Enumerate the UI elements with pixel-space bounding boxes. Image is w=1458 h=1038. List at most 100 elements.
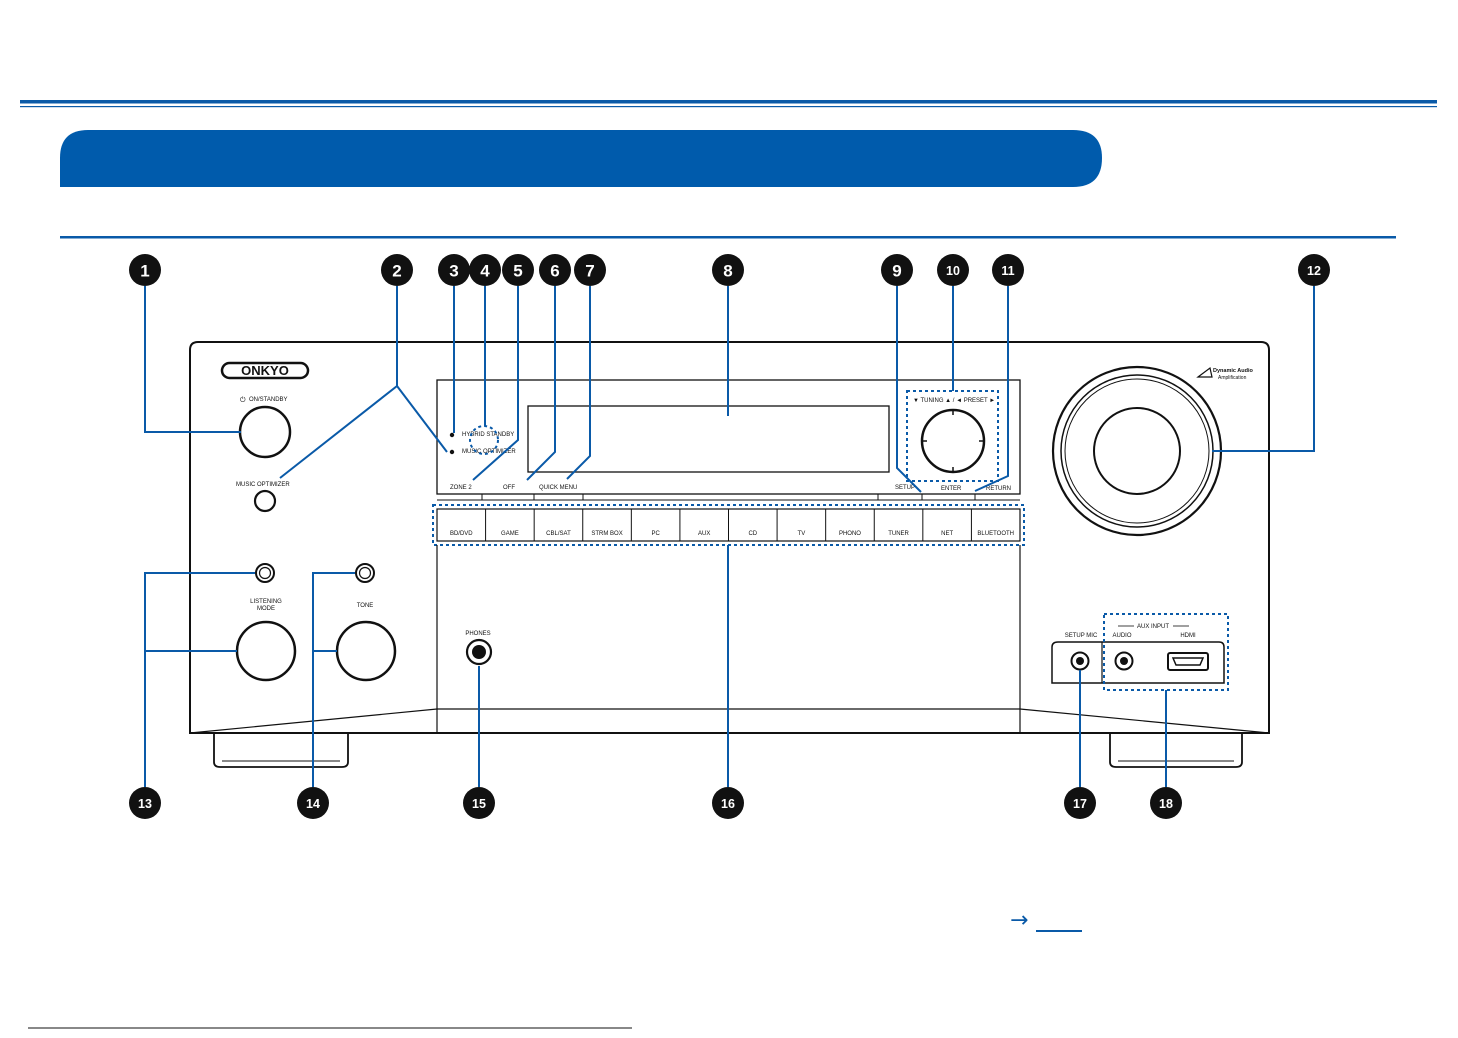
cursor-knob-ticks bbox=[922, 410, 984, 472]
onkyo-logo: ONKYO bbox=[220, 361, 310, 380]
input-button-cd[interactable]: CD bbox=[728, 509, 758, 541]
master-volume-knob[interactable] bbox=[1093, 407, 1181, 495]
audio-label: AUDIO bbox=[1112, 633, 1131, 639]
input-button-label: TV bbox=[798, 531, 806, 537]
listening-mode-label-1: LISTENING bbox=[250, 599, 282, 605]
music-optimizer-label: MUSIC OPTIMIZER bbox=[236, 482, 290, 488]
aux-audio-jack[interactable] bbox=[1114, 651, 1134, 671]
input-button-bd-dvd[interactable]: BD/DVD bbox=[450, 531, 473, 537]
callout-18: 18 bbox=[1150, 787, 1182, 819]
header-rule bbox=[20, 100, 1437, 104]
aux-input-dotted-box bbox=[1103, 613, 1229, 691]
callout-17: 17 bbox=[1064, 787, 1096, 819]
tone-knob[interactable] bbox=[335, 620, 397, 682]
callout-number: 9 bbox=[892, 262, 901, 281]
callout-1: 1 bbox=[129, 254, 161, 286]
off-label: OFF bbox=[503, 485, 515, 491]
input-button-label: PC bbox=[651, 531, 660, 537]
callout-number: 16 bbox=[721, 797, 735, 811]
master-volume-outer-ring bbox=[1051, 365, 1223, 537]
callout-number: 17 bbox=[1073, 797, 1087, 811]
tone-label: TONE bbox=[357, 603, 374, 609]
connector-panel bbox=[1051, 641, 1225, 684]
quick-menu-label: QUICK MENU bbox=[539, 485, 577, 491]
input-button-label: AUX bbox=[698, 531, 710, 537]
input-button-label: GAME bbox=[501, 531, 519, 537]
svg-text:Amplification: Amplification bbox=[1218, 375, 1247, 381]
callout-7: 7 bbox=[574, 254, 606, 286]
callout-15: 15 bbox=[463, 787, 495, 819]
phones-jack[interactable] bbox=[465, 638, 493, 666]
dynamic-audio-logo: Dynamic Audio Amplification bbox=[1196, 366, 1253, 381]
listening-mode-label-2: MODE bbox=[257, 606, 275, 612]
svg-text:ONKYO: ONKYO bbox=[241, 363, 289, 378]
input-button-label: NET bbox=[941, 531, 953, 537]
setup-mic-jack[interactable] bbox=[1070, 651, 1090, 671]
setup-mic-label: SETUP MIC bbox=[1065, 633, 1098, 639]
tuning-preset-label: ▼ TUNING ▲ / ◄ PRESET ► bbox=[913, 398, 995, 404]
input-button-bluetooth[interactable]: BLUETOOTH bbox=[970, 509, 1014, 541]
link-arrow-icon[interactable]: → bbox=[1010, 908, 1029, 933]
section-rule bbox=[60, 236, 1396, 239]
callout-number: 12 bbox=[1307, 264, 1321, 278]
music-optimizer-button[interactable] bbox=[253, 489, 277, 513]
input-button-label: STRM BOX bbox=[591, 531, 622, 537]
input-button-tuner[interactable]: TUNER bbox=[873, 509, 910, 541]
callout-number: 11 bbox=[1001, 264, 1014, 278]
svg-text:Dynamic Audio: Dynamic Audio bbox=[1213, 368, 1253, 374]
input-button-label: CBL/SAT bbox=[546, 531, 571, 537]
callout-number: 15 bbox=[472, 797, 486, 811]
callout-number: 1 bbox=[140, 262, 149, 281]
input-button-phono[interactable]: PHONO bbox=[825, 509, 862, 541]
listening-mode-knob[interactable] bbox=[235, 620, 297, 682]
callout-11: 11 bbox=[992, 254, 1024, 286]
cursor-knob[interactable] bbox=[920, 408, 986, 474]
hybrid-standby-label: HYBRID STANDBY bbox=[462, 432, 514, 438]
input-button-tv[interactable]: TV bbox=[776, 509, 806, 541]
enter-label: ENTER bbox=[941, 486, 962, 492]
callout-9: 9 bbox=[881, 254, 913, 286]
on-standby-label: ON/STANDBY bbox=[249, 397, 288, 403]
callout-number: 6 bbox=[550, 262, 559, 281]
callout-number: 8 bbox=[723, 262, 732, 281]
input-button-game[interactable]: GAME bbox=[485, 509, 519, 541]
hybrid-standby-led bbox=[449, 432, 455, 438]
phones-label: PHONES bbox=[465, 631, 490, 637]
input-button-label: PHONO bbox=[839, 531, 861, 537]
input-button-label: BD/DVD bbox=[450, 531, 473, 537]
callout-lines bbox=[144, 286, 1315, 787]
left-foot bbox=[213, 733, 349, 768]
input-button-strm-box[interactable]: STRM BOX bbox=[582, 509, 623, 541]
link-underline[interactable] bbox=[1036, 930, 1082, 932]
callout-number: 2 bbox=[392, 262, 401, 281]
header-rule-thin bbox=[20, 106, 1437, 108]
return-label: RETURN bbox=[986, 486, 1011, 492]
callout-4: 4 bbox=[469, 254, 501, 286]
on-standby-power-icon: ⏻ bbox=[240, 396, 246, 404]
input-button-cbl-sat[interactable]: CBL/SAT bbox=[533, 509, 571, 541]
callout-number: 13 bbox=[138, 797, 152, 811]
remote-sensor-marker bbox=[469, 425, 499, 455]
callout-8: 8 bbox=[712, 254, 744, 286]
input-button-pc[interactable]: PC bbox=[630, 509, 660, 541]
input-button-aux[interactable]: AUX bbox=[679, 509, 710, 541]
music-optimizer-led-label: MUSIC OPTIMIZER bbox=[462, 449, 516, 455]
callout-5: 5 bbox=[502, 254, 534, 286]
hdmi-port[interactable] bbox=[1167, 652, 1209, 671]
input-button-net[interactable]: NET bbox=[922, 509, 954, 541]
callout-number: 10 bbox=[946, 264, 960, 278]
on-standby-button[interactable] bbox=[238, 405, 292, 459]
callout-2: 2 bbox=[381, 254, 413, 286]
music-optimizer-led bbox=[449, 449, 455, 455]
listening-mode-indicator bbox=[255, 563, 275, 583]
tone-indicator bbox=[355, 563, 375, 583]
right-foot bbox=[1109, 733, 1243, 768]
callout-6: 6 bbox=[539, 254, 571, 286]
callout-number: 3 bbox=[449, 262, 458, 281]
section-banner bbox=[60, 130, 1102, 187]
callout-14: 14 bbox=[297, 787, 329, 819]
callout-3: 3 bbox=[438, 254, 470, 286]
callout-number: 5 bbox=[513, 262, 522, 281]
